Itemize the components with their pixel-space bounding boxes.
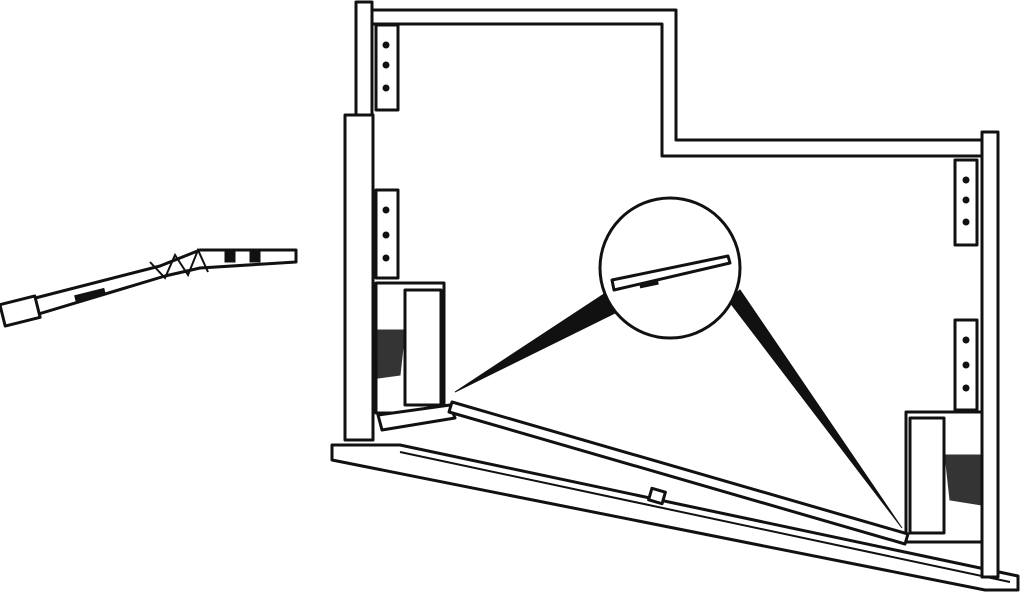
detached-rod	[0, 247, 298, 328]
magnifier-detail	[454, 196, 903, 529]
connecting-rod	[447, 400, 910, 546]
base-panel	[330, 443, 1020, 592]
right-hinge-post	[904, 130, 1000, 579]
cabinet-frame	[370, 8, 994, 158]
left-hinge-post	[343, 0, 457, 442]
